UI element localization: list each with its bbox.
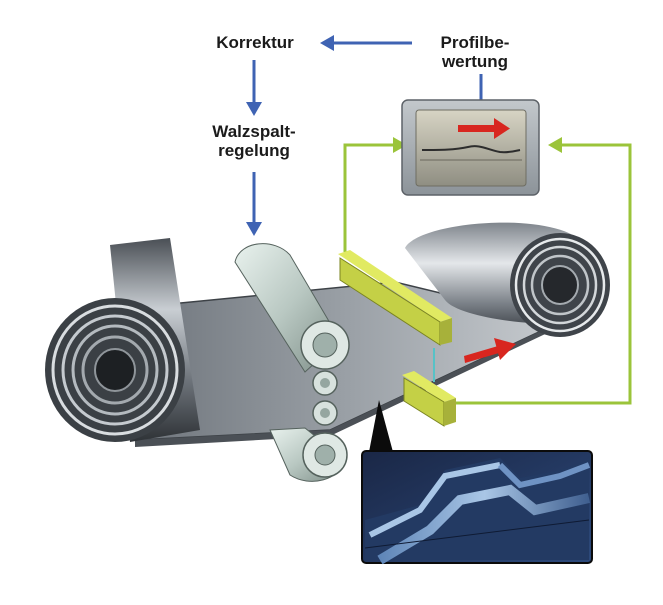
blue-flow-arrow — [320, 35, 412, 51]
lower-sensor-bar — [402, 371, 456, 427]
green-feedback-line — [343, 143, 632, 405]
label-profilbewertung-line1: Profilbe- — [440, 33, 510, 52]
inset-pointer — [369, 400, 393, 452]
green-arrowhead — [548, 137, 562, 153]
monitor-icon — [401, 99, 540, 196]
label-profilbewertung-line2: wertung — [441, 52, 509, 71]
upper-sensor-bar — [338, 250, 452, 346]
label-walzspaltregelung-line1: Walzspalt- — [212, 122, 296, 141]
blue-flow-arrow — [246, 60, 262, 116]
label-walzspaltregelung-line2: regelung — [218, 141, 290, 160]
lower-small-roll — [312, 400, 338, 426]
label-walzspaltregelung: Walzspalt- regelung — [195, 122, 313, 160]
lower-work-roll — [269, 427, 348, 482]
label-korrektur: Korrektur — [216, 33, 294, 52]
red-direction-arrow — [464, 338, 516, 363]
label-profilbewertung: Profilbe- wertung — [420, 33, 530, 71]
red-direction-arrow — [458, 118, 510, 139]
blue-flow-arrow — [246, 172, 262, 236]
green-arrowhead — [393, 137, 407, 153]
upper-small-roll — [312, 370, 338, 396]
right-coil — [405, 222, 610, 337]
left-coil — [45, 238, 200, 442]
profile-detail-inset — [361, 450, 593, 565]
upper-work-roll — [234, 243, 350, 373]
